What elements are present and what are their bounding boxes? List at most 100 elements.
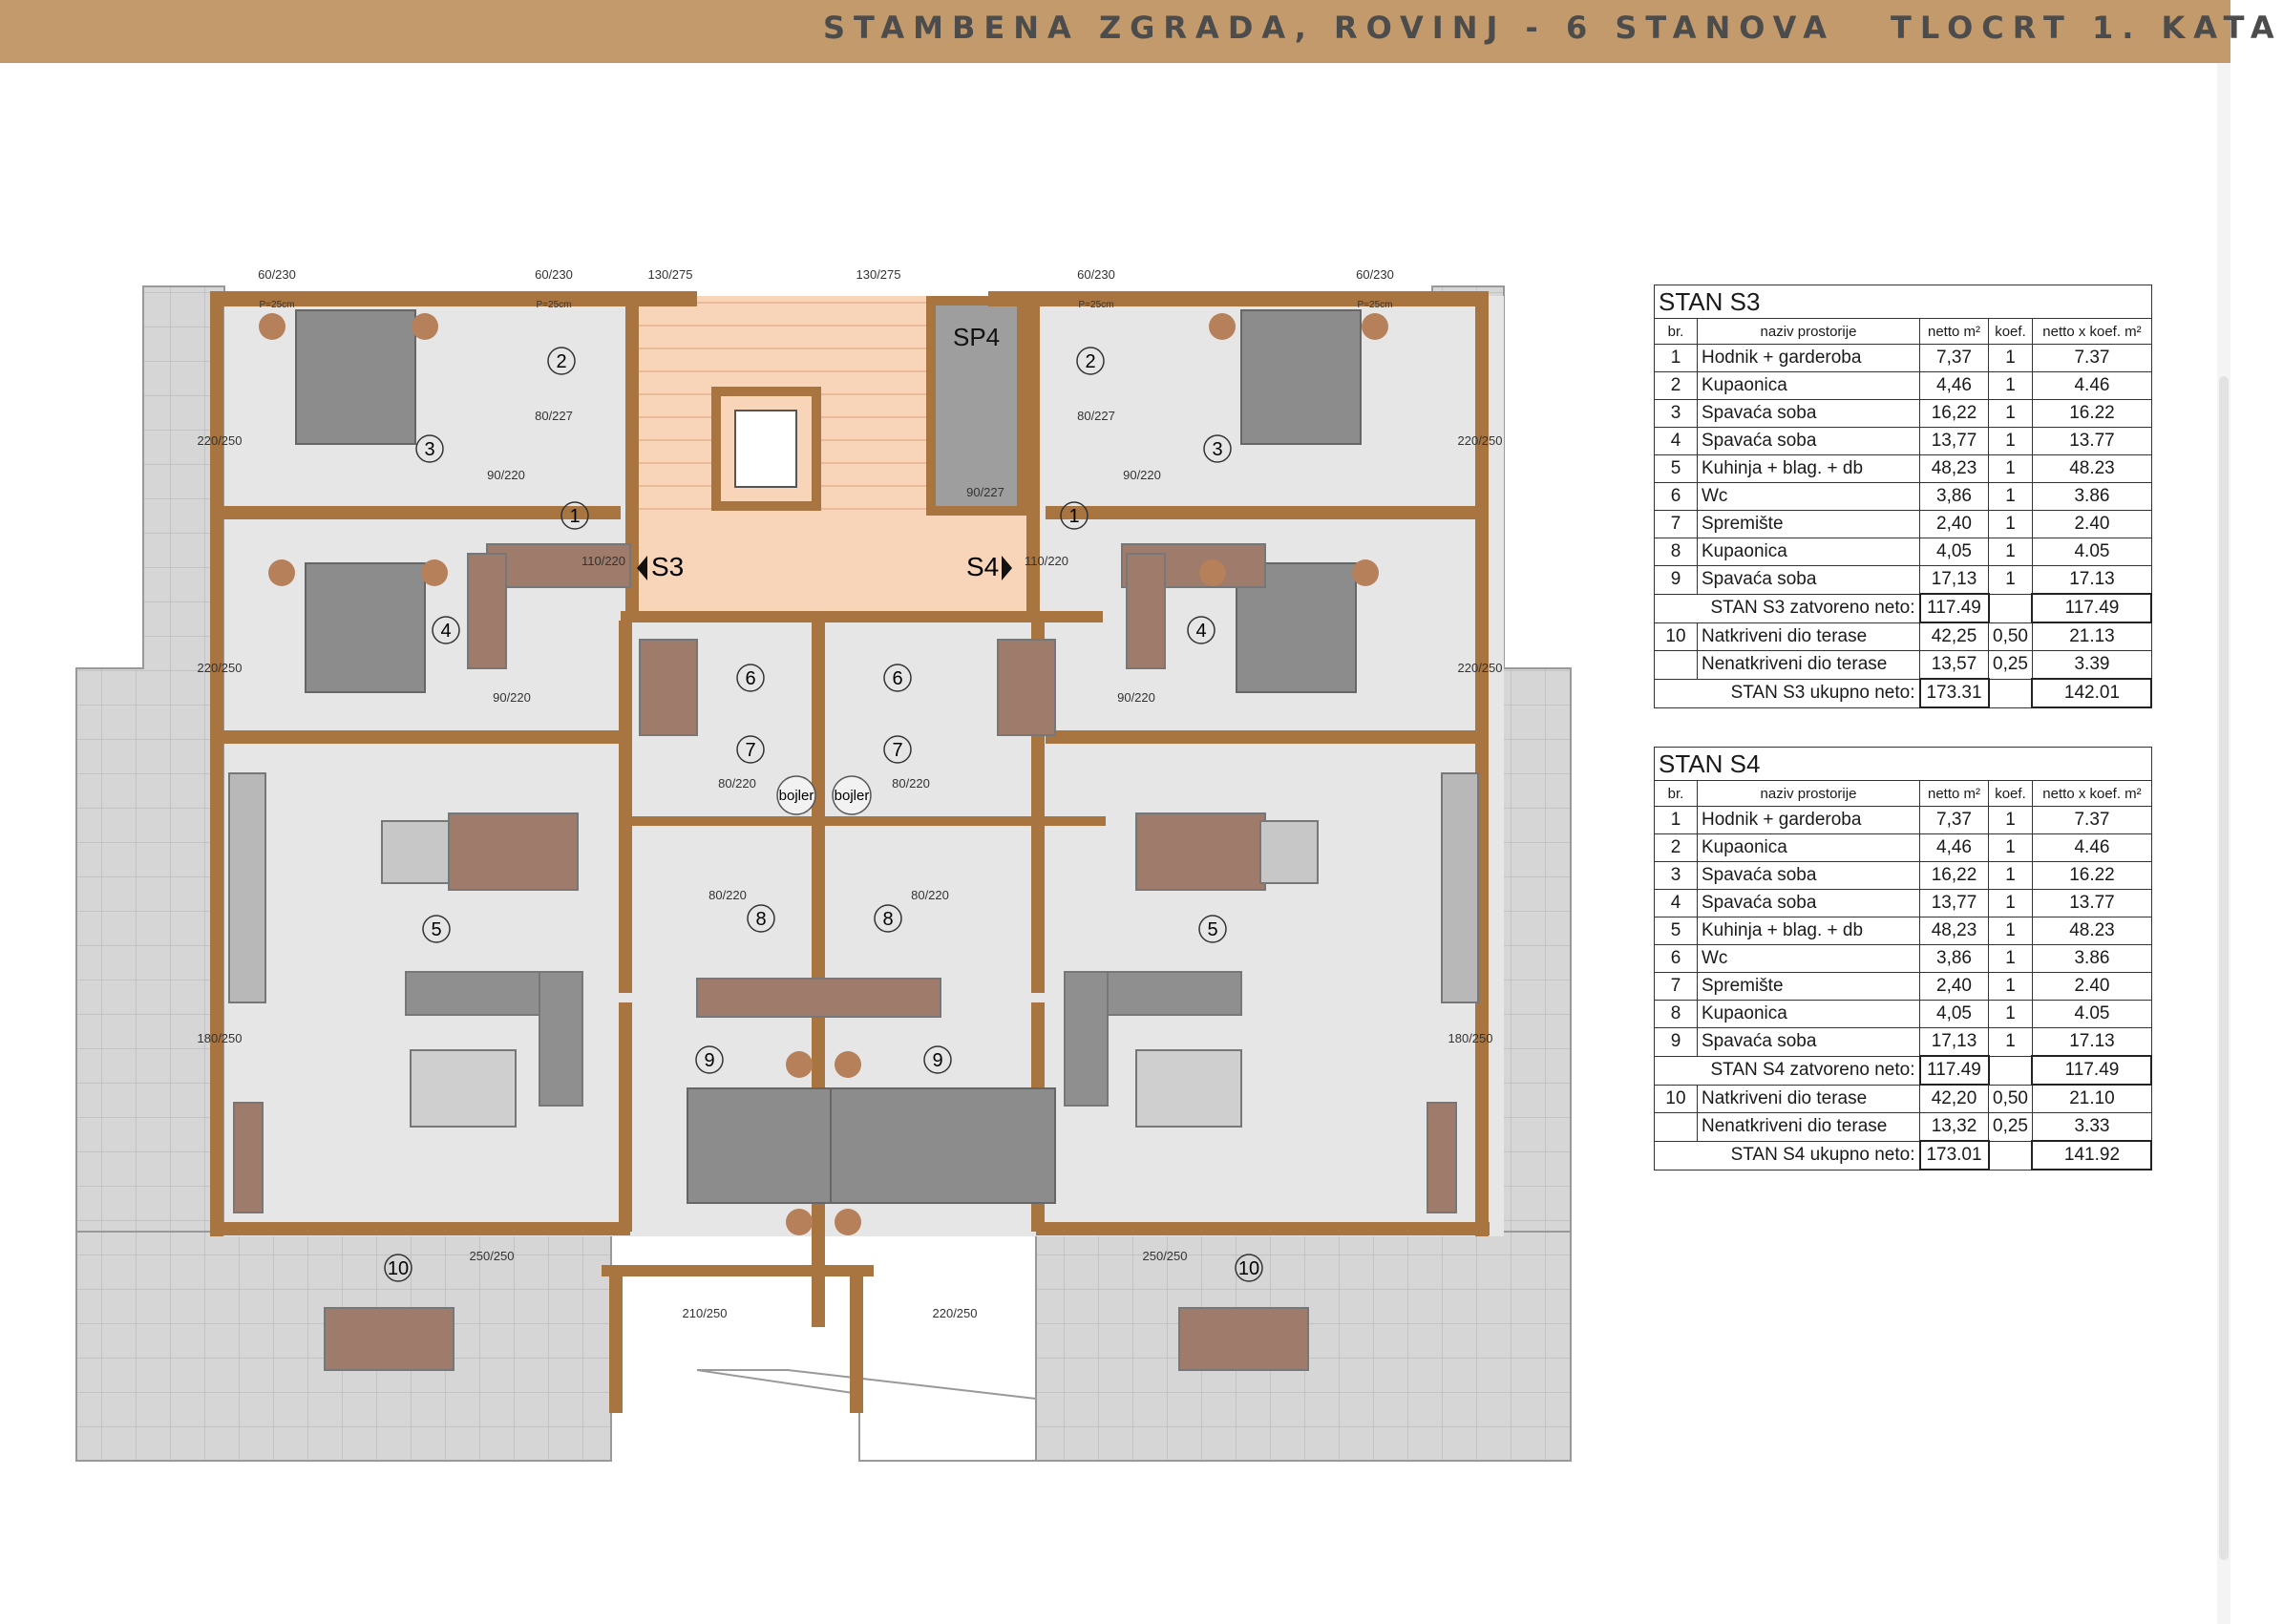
furniture [228,543,1479,1371]
apartment-s4-label: S4 [966,552,999,581]
svg-text:5: 5 [431,919,441,940]
elevator-cabin [734,410,797,488]
svg-text:bojler: bojler [779,788,814,804]
svg-text:4: 4 [440,621,451,642]
header-banner: STAMBENA ZGRADA, ROVINJ - 6 STANOVA TLOC… [0,0,2274,63]
scrollbar-track[interactable] [2217,63,2230,1624]
table-header: br. naziv prostorije netto m² koef. nett… [1654,318,2152,345]
svg-text:P=25cm: P=25cm [1079,300,1114,310]
svg-text:2: 2 [1085,351,1095,372]
table-header: br. naziv prostorije netto m² koef. nett… [1654,780,2152,807]
svg-text:90/220: 90/220 [493,690,531,705]
svg-text:2: 2 [556,351,566,372]
svg-text:9: 9 [932,1050,942,1071]
svg-text:1: 1 [1068,506,1079,527]
room-numbers: 2 3 1 4 5 6 7 8 9 10 2 3 1 4 5 6 7 8 9 1… [384,347,1263,1282]
svg-text:80/220: 80/220 [708,888,747,902]
floor-title: TLOCRT 1. KATA [1891,10,2283,46]
svg-text:220/250: 220/250 [933,1306,978,1320]
svg-text:250/250: 250/250 [470,1249,515,1263]
svg-text:180/250: 180/250 [1448,1031,1493,1045]
area-table-s4: STAN S4 br. naziv prostorije netto m² ko… [1654,747,2153,1171]
svg-text:P=25cm: P=25cm [1358,300,1393,310]
shaft-sp4 [926,296,1026,516]
svg-text:60/230: 60/230 [258,267,296,282]
svg-text:bojler: bojler [835,788,870,804]
svg-text:60/230: 60/230 [1077,267,1115,282]
svg-text:9: 9 [704,1050,714,1071]
shaft-label: SP4 [953,323,1000,351]
svg-text:90/220: 90/220 [487,468,525,482]
svg-text:80/227: 80/227 [1077,409,1115,423]
arrow-right-icon [1002,556,1012,580]
svg-text:4: 4 [1195,621,1206,642]
svg-text:80/220: 80/220 [718,776,756,791]
svg-text:5: 5 [1207,919,1217,940]
walls [210,291,1490,1413]
svg-text:6: 6 [892,668,902,689]
svg-text:90/220: 90/220 [1123,468,1161,482]
table-title: STAN S3 [1654,285,2152,319]
svg-text:8: 8 [755,909,766,930]
svg-text:90/220: 90/220 [1117,690,1155,705]
svg-text:110/220: 110/220 [1025,554,1068,568]
svg-text:220/250: 220/250 [198,433,243,448]
floor-plan: SP4 [75,267,1572,1462]
svg-text:10: 10 [1238,1258,1259,1279]
svg-text:220/250: 220/250 [1458,661,1503,675]
svg-text:7: 7 [892,740,902,761]
svg-text:6: 6 [745,668,755,689]
svg-text:90/227: 90/227 [966,485,1004,499]
area-table-s3: STAN S3 br. naziv prostorije netto m² ko… [1654,285,2153,708]
svg-text:80/227: 80/227 [535,409,573,423]
building-title: STAMBENA ZGRADA, ROVINJ - 6 STANOVA [823,10,1835,46]
svg-text:60/230: 60/230 [1356,267,1394,282]
svg-text:210/250: 210/250 [683,1306,728,1320]
svg-text:180/250: 180/250 [198,1031,243,1045]
lamps [259,313,1388,1235]
svg-text:3: 3 [424,439,434,460]
scrollbar-thumb[interactable] [2219,376,2229,1560]
entrance-ramp [696,1369,1037,1462]
svg-text:220/250: 220/250 [198,661,243,675]
svg-text:1: 1 [569,506,580,527]
svg-text:110/220: 110/220 [581,554,625,568]
dimension-labels: 110/220 110/220 90/220 90/220 90/220 90/… [198,267,1503,1320]
stair-landing [630,516,1031,621]
svg-text:7: 7 [745,740,755,761]
svg-text:130/275: 130/275 [648,267,693,282]
svg-text:60/230: 60/230 [535,267,573,282]
svg-text:P=25cm: P=25cm [260,300,295,310]
svg-text:250/250: 250/250 [1143,1249,1188,1263]
svg-text:8: 8 [882,909,893,930]
svg-text:80/220: 80/220 [892,776,930,791]
boilers: bojler bojler [776,775,872,815]
arrow-left-icon [637,556,647,580]
svg-text:80/220: 80/220 [911,888,949,902]
svg-text:10: 10 [388,1258,409,1279]
